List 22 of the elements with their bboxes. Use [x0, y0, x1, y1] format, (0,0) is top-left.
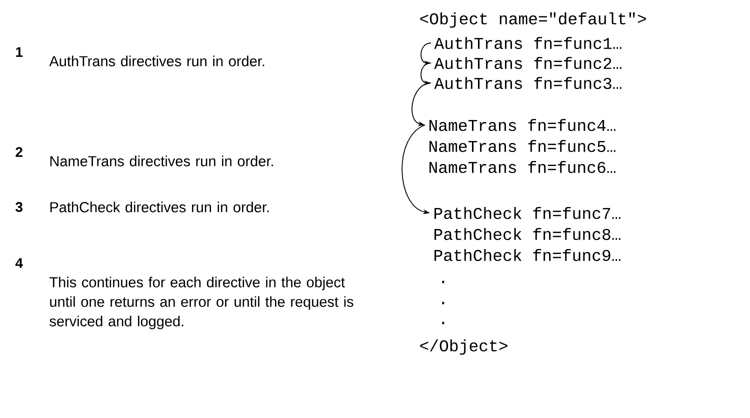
- step-text: AuthTrans directives run in order.: [49, 56, 264, 66]
- step-number: 1: [16, 47, 23, 57]
- code-line: PathCheck fn=func8…: [434, 228, 620, 240]
- step-number: 4: [15, 258, 23, 268]
- code-line: AuthTrans fn=func3…: [434, 76, 622, 90]
- code-line: PathCheck fn=func7…: [434, 206, 620, 220]
- step-text: This continues for each directive in the object until one returns an error or until the request is serviced and logged.: [50, 276, 354, 330]
- ellipsis-dot: .: [442, 280, 444, 284]
- code-line: NameTrans fn=func4…: [430, 118, 616, 132]
- code-line: <Object name="default">: [420, 12, 646, 28]
- step-number: 2: [16, 147, 22, 157]
- code-line: PathCheck fn=func9…: [434, 248, 620, 262]
- code-line: NameTrans fn=func6…: [430, 160, 616, 174]
- code-line: AuthTrans fn=func1…: [434, 36, 622, 50]
- code-line: NameTrans fn=func5…: [430, 140, 616, 152]
- step-text: NameTrans directives run in order.: [50, 156, 273, 166]
- step-number: 3: [16, 202, 22, 212]
- code-line: </Object>: [420, 339, 508, 355]
- code-line: AuthTrans fn=func2…: [434, 56, 622, 70]
- step-text: PathCheck directives run in order.: [50, 202, 269, 212]
- ellipsis-dot: .: [442, 302, 444, 304]
- ellipsis-dot: .: [442, 322, 444, 324]
